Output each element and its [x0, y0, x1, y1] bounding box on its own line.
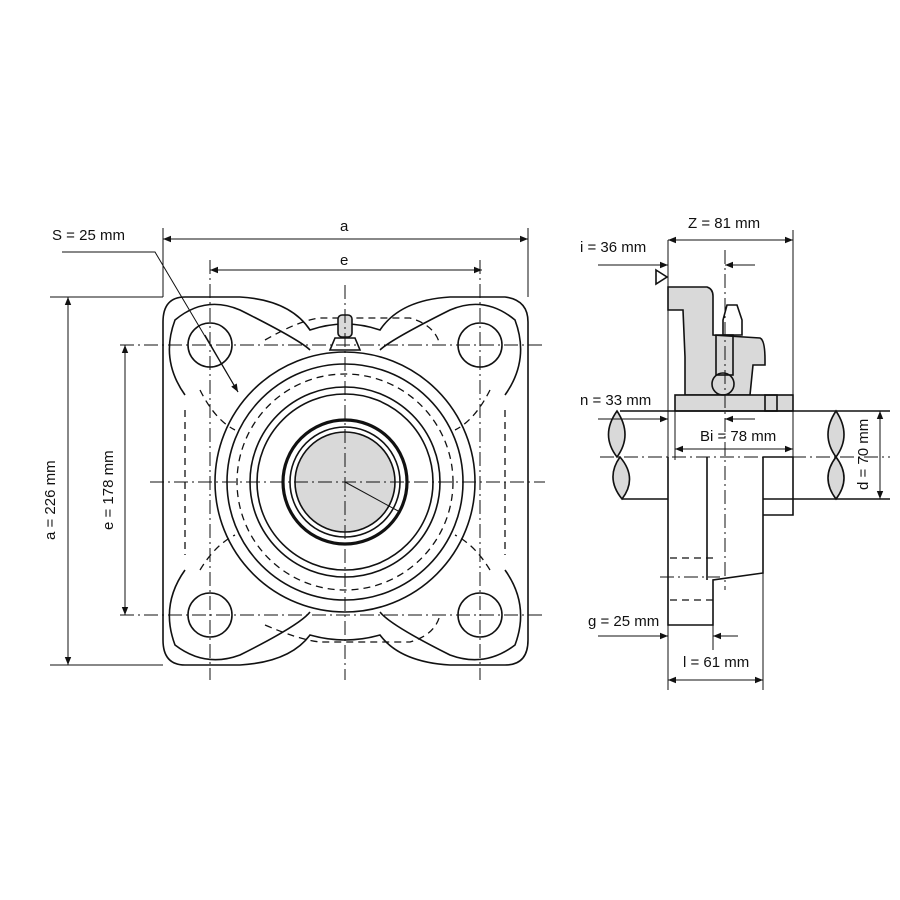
- dim-i-label: i = 36 mm: [580, 239, 646, 256]
- dim-e-top-label: e: [340, 252, 348, 269]
- dim-n-label: n = 33 mm: [580, 392, 651, 409]
- dim-a-side-label: a = 226 mm: [42, 460, 59, 540]
- dim-g-label: g = 25 mm: [588, 613, 659, 630]
- dim-d-label: d = 70 mm: [855, 419, 872, 490]
- dim-bi-label: Bi = 78 mm: [700, 428, 776, 445]
- dim-e-side-label: e = 178 mm: [100, 450, 117, 530]
- dim-s-label: S = 25 mm: [52, 227, 125, 244]
- front-view: a e S = 25 mm a = 226 mm e = 178 mm: [42, 218, 545, 680]
- flange-section: [674, 394, 794, 412]
- side-view: Z = 81 mm i = 36 mm n = 33 mm Bi = 78 mm…: [580, 215, 890, 690]
- dim-z-label: Z = 81 mm: [688, 215, 760, 232]
- shaft: [620, 410, 890, 500]
- dim-l-label: l = 61 mm: [683, 654, 749, 671]
- datum-triangle-icon: [655, 268, 669, 286]
- dim-a-top-label: a: [340, 218, 349, 235]
